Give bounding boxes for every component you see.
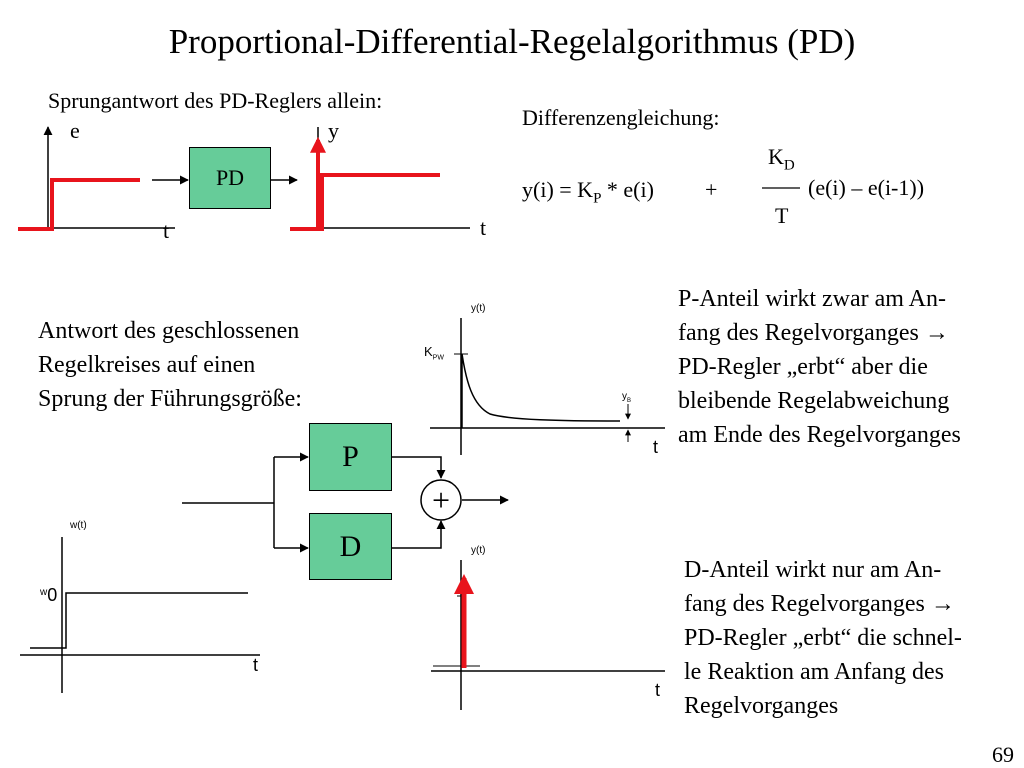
d-block: D <box>309 513 392 580</box>
w-plot-w0-main: w <box>40 587 48 598</box>
p-note-line-3: PD-Regler „erbt“ aber die <box>678 354 928 380</box>
step-input-e-label: e <box>70 118 80 143</box>
d-block-label: D <box>339 529 362 563</box>
p-block: P <box>309 423 392 491</box>
equation-lhs: y(i) = KP * e(i) <box>522 177 654 207</box>
step-input-t-label: t <box>163 218 170 243</box>
step-input-signal <box>18 178 140 231</box>
block-diagram-wiring <box>182 452 509 553</box>
p-to-sum-arrow <box>392 456 446 479</box>
p-plot-ylabel: y(t) <box>471 303 486 314</box>
p-note-line-4: bleibende Regelabweichung <box>678 388 950 414</box>
p-plot-yb-sub: B <box>627 398 632 404</box>
pd-block-label: PD <box>215 165 245 190</box>
p-block-label: P <box>342 440 359 473</box>
w-plot-w0-label: w0 <box>40 585 57 606</box>
p-response-plot <box>430 318 665 455</box>
closed-loop-line-3: Sprung der Führungsgröße: <box>38 386 302 412</box>
equation-plus: + <box>705 177 718 202</box>
page-title: Proportional-Differential-Regelalgorithm… <box>168 22 856 61</box>
d-response-plot <box>431 560 665 710</box>
page-number: 69 <box>992 742 1014 767</box>
equation-lhs-text: y(i) = K <box>522 177 594 202</box>
d-part-note: D-Anteil wirkt nur am An- fang des Regel… <box>684 553 1014 723</box>
pd-block: PD <box>189 147 271 209</box>
equation-kd: KD <box>768 144 795 174</box>
p-plot-kpw-main: K <box>424 344 433 359</box>
equation-kp-subscript: P <box>593 190 602 207</box>
p-note-line-1: P-Anteil wirkt zwar am An- <box>678 286 946 312</box>
equation-denominator: T <box>775 203 789 228</box>
w-plot-ylabel: w(t) <box>70 520 87 531</box>
p-plot-kpw-label: KPW <box>424 344 444 362</box>
d-note-line-3: PD-Regler „erbt“ die schnel- <box>684 625 962 651</box>
step-output-y-label: y <box>328 118 339 143</box>
equation-kp-rest: * e(i) <box>601 177 654 202</box>
w-plot-w0-sub: 0 <box>47 585 58 605</box>
equation-heading: Differenzengleichung: <box>522 105 720 130</box>
setpoint-plot <box>20 537 260 693</box>
p-plot-response-curve <box>461 353 621 428</box>
w-plot-step-signal <box>30 592 248 649</box>
p-plot-yb-main: y <box>622 391 627 402</box>
closed-loop-description: Antwort des geschlossenen Regelkreises a… <box>38 314 302 416</box>
d-to-sum-arrow <box>392 520 446 549</box>
step-input-plot <box>18 126 175 231</box>
sum-symbol: + <box>431 482 451 518</box>
p-part-note: P-Anteil wirkt zwar am An- fang des Rege… <box>678 282 1018 452</box>
p-plot-xlabel: t <box>653 437 659 457</box>
sum-junction <box>420 479 462 521</box>
d-note-line-4: le Reaktion am Anfang des <box>684 659 944 685</box>
closed-loop-line-1: Antwort des geschlossenen <box>38 318 300 344</box>
equation-kd-subscript: D <box>783 157 795 174</box>
d-note-line-2: fang des Regelvorganges → <box>684 591 955 617</box>
step-response-heading: Sprungantwort des PD-Reglers allein: <box>48 88 383 113</box>
d-note-line-1: D-Anteil wirkt nur am An- <box>684 557 942 583</box>
w-plot-xlabel: t <box>253 655 259 675</box>
p-note-line-2: fang des Regelvorganges → <box>678 320 949 346</box>
step-output-t-label: t <box>480 215 487 240</box>
step-output-plot <box>290 127 470 231</box>
p-note-line-5: am Ende des Regelvorganges <box>678 422 961 448</box>
equation-difference: (e(i) – e(i-1)) <box>808 175 925 200</box>
d-plot-xlabel: t <box>655 680 661 700</box>
equation-kd-main: K <box>768 144 784 169</box>
closed-loop-line-2: Regelkreises auf einen <box>38 352 256 378</box>
step-output-signal <box>290 173 440 231</box>
p-plot-kpw-sub: PW <box>432 354 444 362</box>
d-plot-ylabel: y(t) <box>471 545 486 556</box>
d-note-line-5: Regelvorganges <box>684 693 839 719</box>
p-plot-yb-label: yB <box>622 391 631 404</box>
